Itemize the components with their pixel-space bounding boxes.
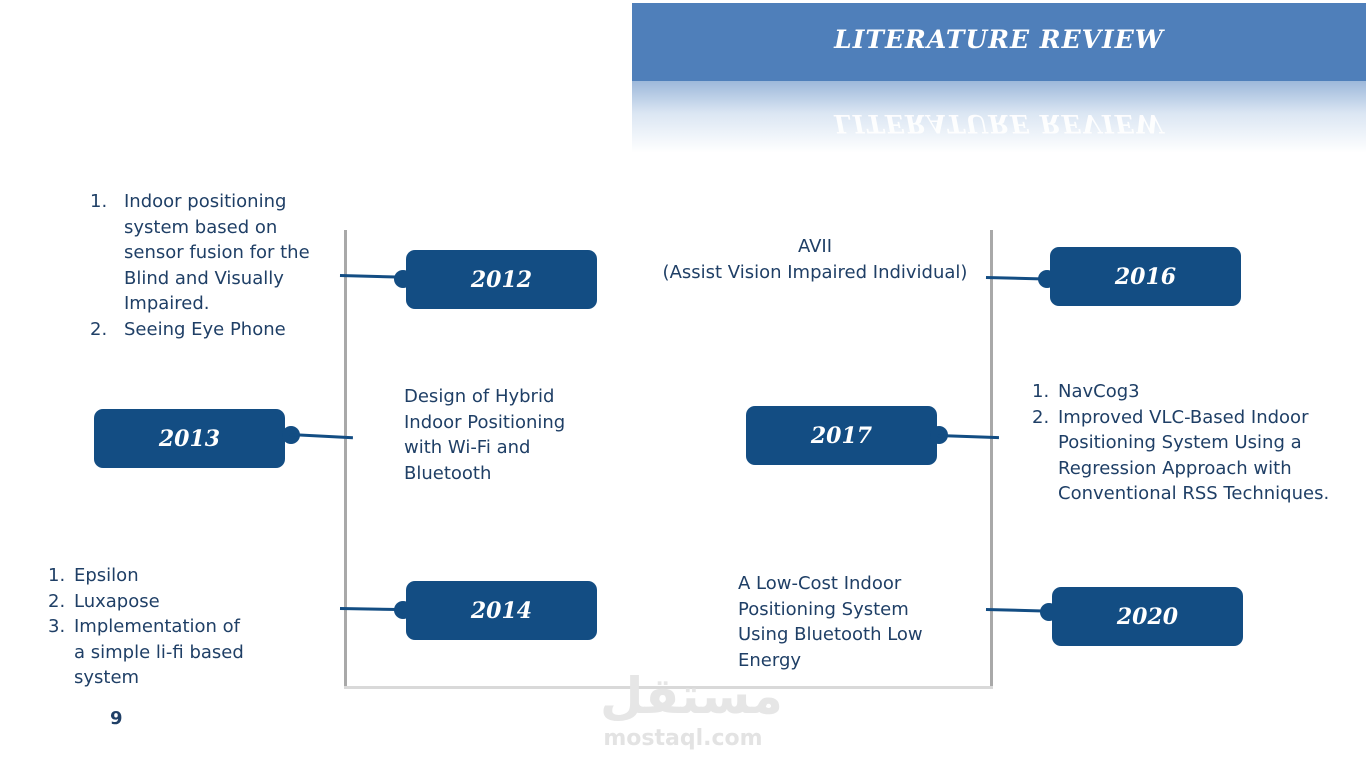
year-box-2016: 2016 bbox=[1050, 247, 1241, 306]
list-item: 1.Epsilon bbox=[48, 565, 139, 586]
year-label-2017: 2017 bbox=[810, 422, 873, 449]
list-2012: 1.Indoor positioning system based on sen… bbox=[90, 189, 320, 342]
year-box-2017: 2017 bbox=[746, 406, 937, 465]
slide-title: LITERATURE REVIEW bbox=[834, 25, 1164, 54]
year-box-2012: 2012 bbox=[406, 250, 597, 309]
text-2016: AVII (Assist Vision Impaired Individual) bbox=[652, 234, 978, 285]
text-2016-line2: (Assist Vision Impaired Individual) bbox=[662, 261, 968, 283]
year-box-2020: 2020 bbox=[1052, 587, 1243, 646]
timeline-right-axis bbox=[990, 230, 993, 688]
page-number: 9 bbox=[110, 708, 123, 729]
year-label-2020: 2020 bbox=[1116, 603, 1179, 630]
list-2017: 1.NavCog3 2.Improved VLC-Based Indoor Po… bbox=[1032, 379, 1357, 507]
list-item: 2.Luxapose bbox=[48, 590, 160, 612]
list-item: 1.NavCog3 bbox=[1032, 381, 1140, 402]
watermark-logo-arabic: مستقل bbox=[600, 667, 783, 725]
list-item: 3.Implementation of a simple li-fi based… bbox=[48, 616, 244, 688]
year-box-2014: 2014 bbox=[406, 581, 597, 640]
year-label-2014: 2014 bbox=[470, 597, 533, 624]
year-box-2013: 2013 bbox=[94, 409, 285, 468]
timeline-baseline bbox=[344, 686, 993, 689]
title-reflection: LITERATURE REVIEW bbox=[632, 81, 1366, 153]
year-label-2012: 2012 bbox=[470, 266, 533, 293]
year-label-2016: 2016 bbox=[1114, 263, 1177, 290]
slide-title-reflection: LITERATURE REVIEW bbox=[834, 109, 1164, 138]
text-2020: A Low-Cost Indoor Positioning System Usi… bbox=[738, 573, 923, 671]
text-2013: Design of Hybrid Indoor Positioning with… bbox=[404, 386, 566, 484]
year-label-2013: 2013 bbox=[158, 425, 221, 452]
list-item: 1.Indoor positioning system based on sen… bbox=[90, 191, 310, 314]
text-2016-line1: AVII bbox=[797, 236, 833, 257]
title-banner: LITERATURE REVIEW bbox=[632, 3, 1366, 81]
list-2014: 1.Epsilon 2.Luxapose 3.Implementation of… bbox=[48, 563, 248, 691]
timeline-left-axis bbox=[344, 230, 347, 688]
watermark-logo-latin: mostaql.com bbox=[603, 726, 763, 751]
list-item: 2.Seeing Eye Phone bbox=[90, 318, 286, 340]
list-item: 2.Improved VLC-Based Indoor Positioning … bbox=[1032, 406, 1330, 505]
